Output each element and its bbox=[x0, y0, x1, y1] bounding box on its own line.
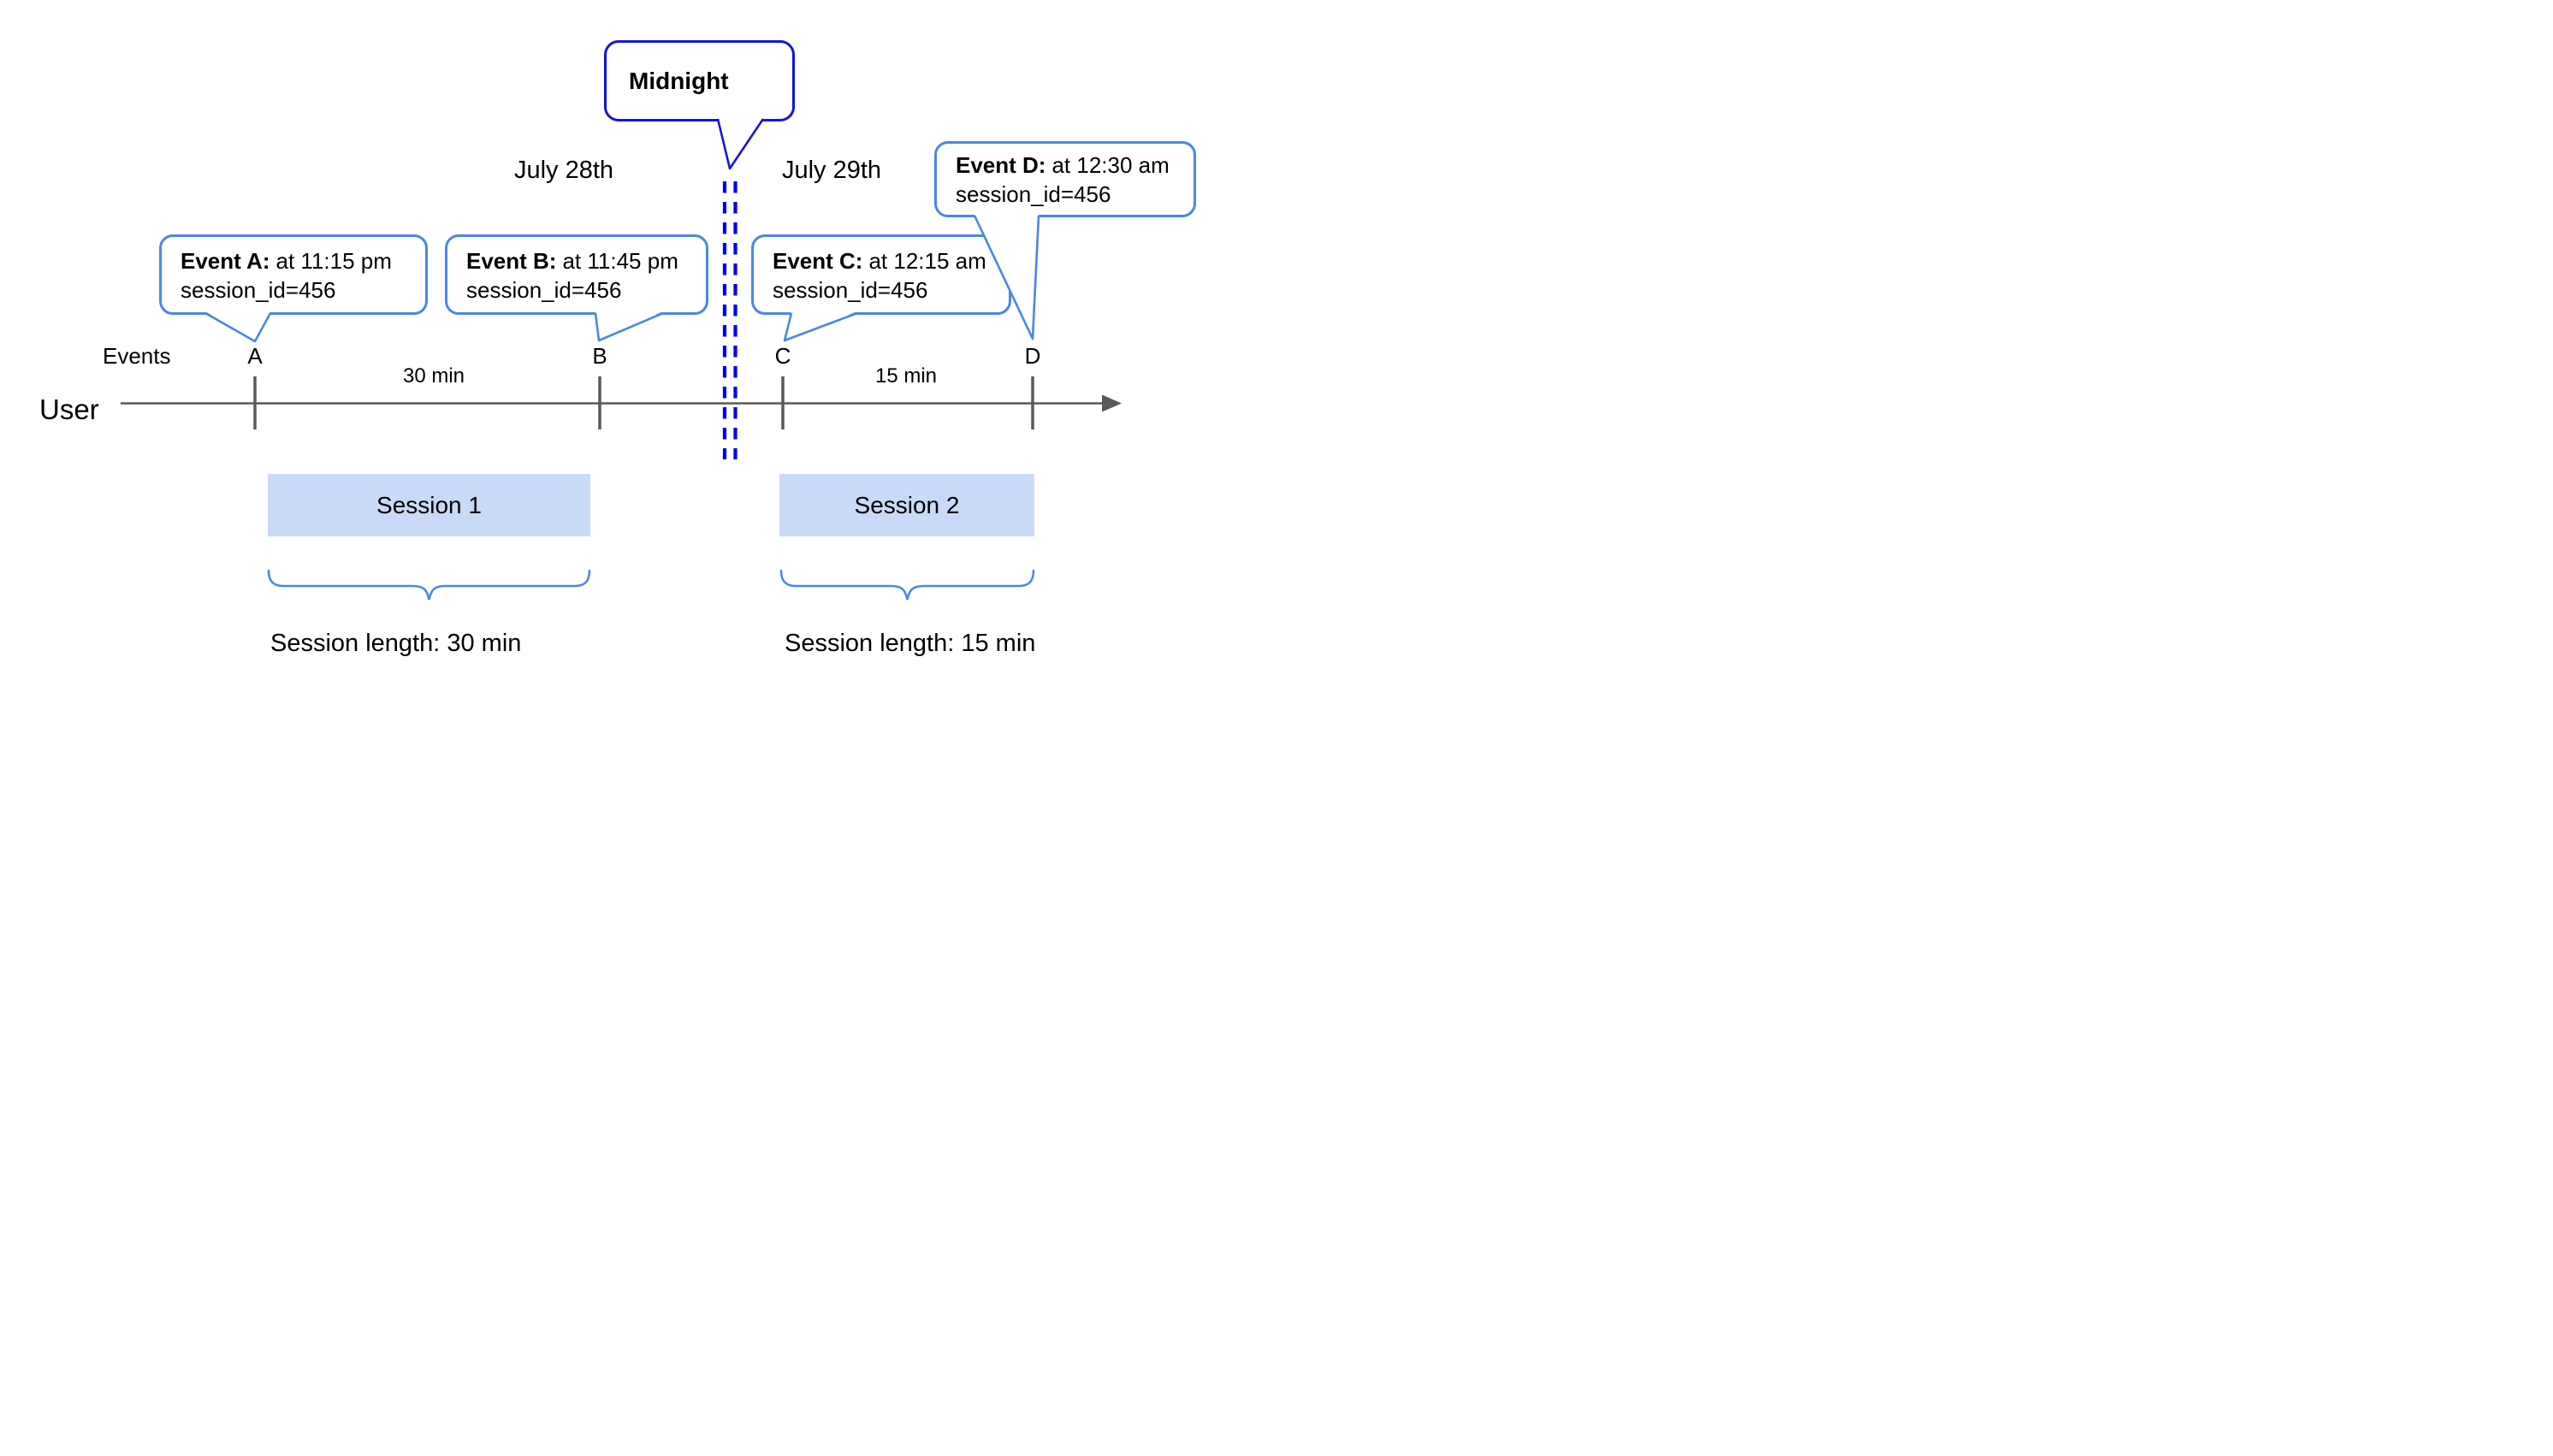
midnight-callout-tail-fill bbox=[718, 118, 763, 169]
date-label-july-29: July 29th bbox=[781, 157, 882, 184]
event-c-title: Event C: bbox=[773, 248, 863, 274]
tick-label-b: B bbox=[592, 343, 607, 369]
timeline-arrowhead-icon bbox=[1102, 394, 1122, 412]
session-2-label: Session 2 bbox=[854, 491, 960, 518]
event-a-time: at 11:15 pm bbox=[275, 248, 392, 274]
session-1-label: Session 1 bbox=[376, 491, 482, 518]
event-a-callout: Event A:at 11:15 pm session_id=456 bbox=[159, 234, 428, 315]
event-d-time: at 12:30 am bbox=[1051, 152, 1170, 178]
event-a-title: Event A: bbox=[181, 248, 270, 274]
interval-label-30min: 30 min bbox=[402, 364, 465, 388]
event-d-callout: Event D:at 12:30 am session_id=456 bbox=[934, 141, 1196, 217]
event-c-session-id: session_id=456 bbox=[773, 277, 928, 303]
event-a-callout-tail bbox=[204, 311, 272, 343]
tick-label-d: D bbox=[1024, 343, 1041, 369]
event-c-tail-fill bbox=[785, 311, 857, 340]
session-1-length-label: Session length: 30 min bbox=[270, 630, 522, 657]
session-2-box: Session 2 bbox=[779, 474, 1034, 536]
event-a-session-id: session_id=456 bbox=[181, 277, 336, 303]
event-b-callout: Event B:at 11:45 pm session_id=456 bbox=[445, 234, 708, 315]
event-d-session-id: session_id=456 bbox=[956, 181, 1111, 207]
event-c-callout: Event C:at 12:15 am session_id=456 bbox=[751, 234, 1011, 315]
date-label-july-28: July 28th bbox=[513, 157, 614, 184]
interval-label-15min: 15 min bbox=[874, 364, 938, 388]
event-b-callout-tail bbox=[594, 311, 664, 342]
event-a-tail-fill bbox=[205, 311, 270, 341]
session-1-brace bbox=[267, 569, 591, 601]
event-b-title: Event B: bbox=[466, 248, 557, 274]
session-2-brace bbox=[779, 569, 1035, 601]
midnight-callout-tail bbox=[716, 118, 765, 170]
session-2-length-label: Session length: 15 min bbox=[785, 630, 1036, 657]
event-b-tail-fill bbox=[595, 311, 663, 340]
event-d-title: Event D: bbox=[956, 152, 1046, 178]
midnight-callout: Midnight bbox=[604, 40, 795, 121]
events-row-label: Events bbox=[103, 343, 171, 369]
event-b-time: at 11:45 pm bbox=[562, 248, 678, 274]
session-1-box: Session 1 bbox=[268, 474, 590, 536]
tick-label-a: A bbox=[247, 343, 263, 369]
event-c-callout-tail bbox=[783, 311, 858, 342]
user-row-label: User bbox=[39, 394, 99, 425]
sessionization-diagram: July 28th July 29th Midnight Event A:at … bbox=[0, 0, 1276, 728]
event-b-session-id: session_id=456 bbox=[466, 277, 622, 303]
midnight-label: Midnight bbox=[629, 67, 729, 94]
tick-label-c: C bbox=[774, 343, 791, 369]
event-c-time: at 12:15 am bbox=[868, 248, 986, 274]
